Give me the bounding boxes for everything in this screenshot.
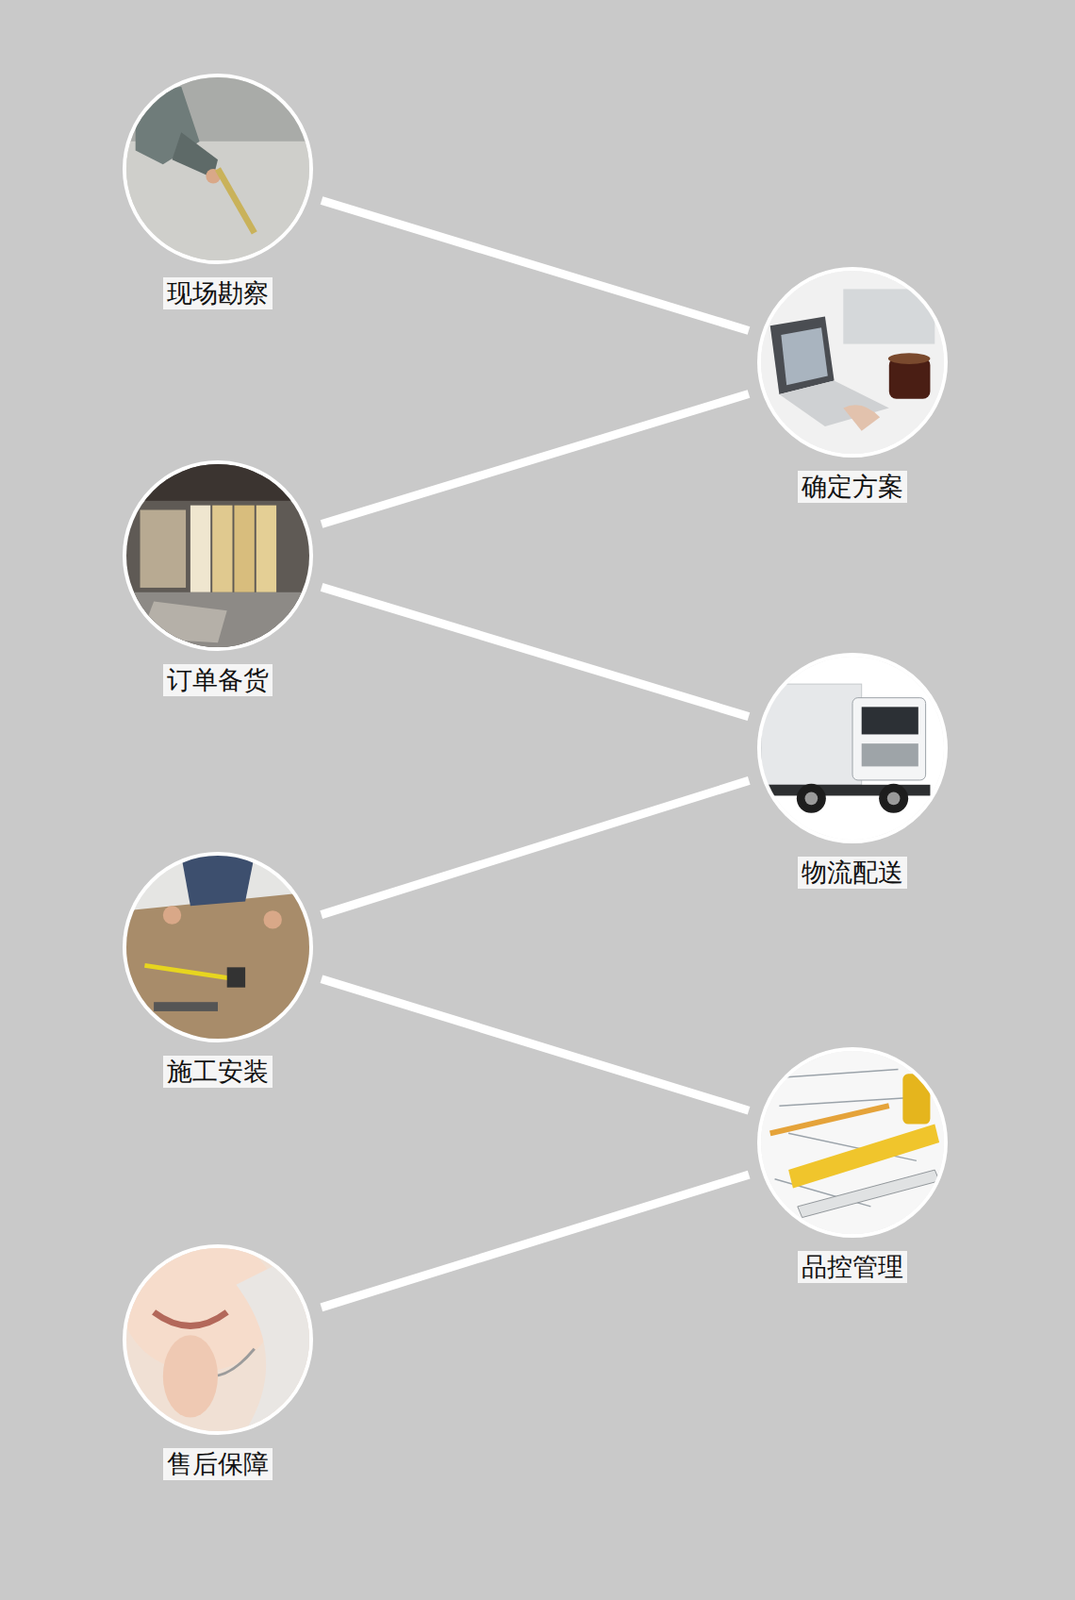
step-node: 确定方案 bbox=[729, 266, 976, 503]
step-photo bbox=[122, 460, 314, 651]
step-label: 物流配送 bbox=[797, 856, 908, 889]
step-label: 施工安装 bbox=[163, 1055, 273, 1088]
step-node: 物流配送 bbox=[729, 652, 976, 889]
step-label: 售后保障 bbox=[163, 1447, 273, 1480]
photo-illustration bbox=[760, 656, 944, 840]
step-node: 现场勘察 bbox=[95, 73, 341, 310]
photo-illustration bbox=[126, 1247, 310, 1431]
photo-illustration bbox=[126, 855, 310, 1039]
step-photo bbox=[122, 73, 314, 265]
step-photo bbox=[757, 266, 948, 458]
step-photo bbox=[122, 851, 314, 1042]
step-photo bbox=[122, 1243, 314, 1435]
connector-line bbox=[321, 586, 749, 716]
step-node: 施工安装 bbox=[95, 851, 341, 1088]
step-node: 订单备货 bbox=[95, 460, 341, 696]
photo-illustration bbox=[760, 270, 944, 454]
step-label: 品控管理 bbox=[797, 1250, 908, 1283]
photo-illustration bbox=[760, 1050, 944, 1234]
step-label: 现场勘察 bbox=[163, 277, 273, 310]
step-label: 确定方案 bbox=[797, 470, 908, 503]
step-label: 订单备货 bbox=[163, 663, 273, 696]
connector-line bbox=[321, 200, 749, 331]
connector-line bbox=[321, 394, 749, 525]
connector-line bbox=[321, 978, 749, 1110]
step-node: 售后保障 bbox=[95, 1243, 341, 1480]
connector-line bbox=[321, 779, 750, 914]
step-photo bbox=[757, 1046, 948, 1238]
photo-illustration bbox=[126, 77, 310, 261]
step-node: 品控管理 bbox=[729, 1046, 976, 1283]
photo-illustration bbox=[126, 463, 310, 647]
connector-line bbox=[321, 1174, 749, 1307]
step-photo bbox=[757, 652, 948, 844]
